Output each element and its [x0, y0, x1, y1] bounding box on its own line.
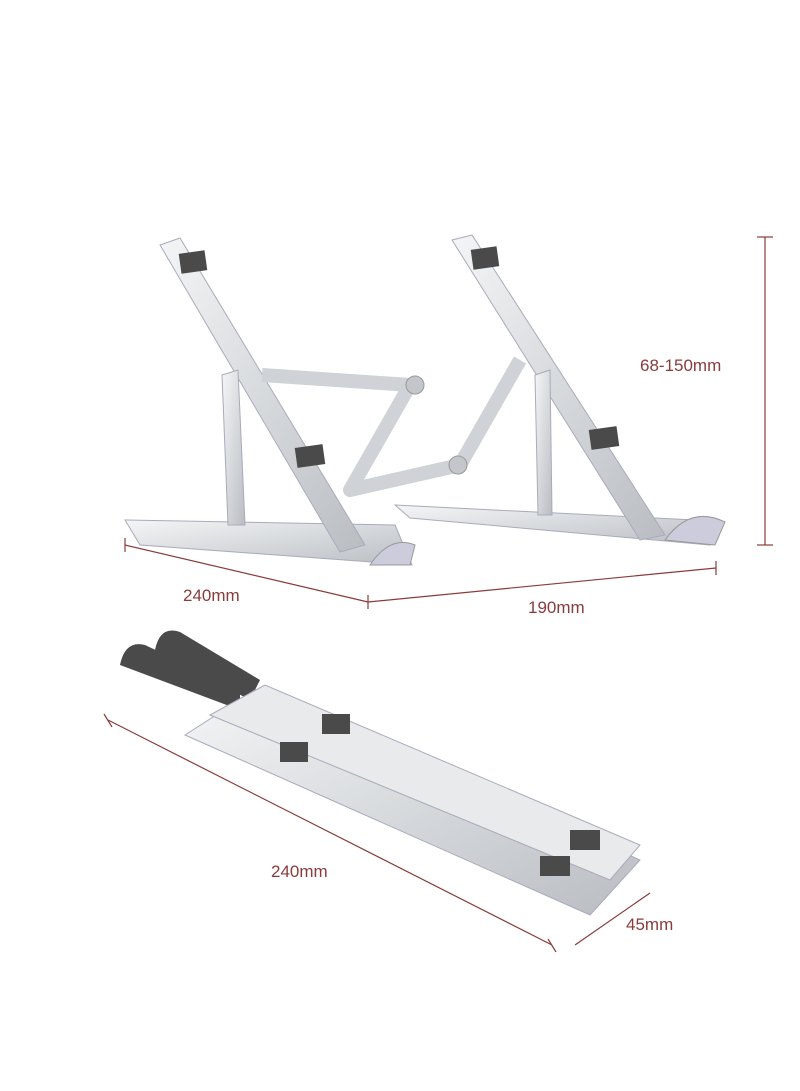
folded-stand	[120, 630, 641, 916]
dimension-lines	[103, 236, 773, 953]
rubber-pad	[470, 246, 500, 270]
open-stand	[124, 234, 726, 566]
rubber-pad	[294, 444, 326, 468]
rubber-pad	[280, 742, 308, 762]
open-width-label: 240mm	[183, 586, 240, 605]
rubber-pad	[178, 250, 208, 274]
rubber-pad	[588, 426, 620, 450]
folded-width-label: 45mm	[626, 915, 674, 934]
rubber-pad	[570, 830, 600, 850]
height-range-label: 68-150mm	[640, 356, 722, 375]
folded-length-label: 240mm	[271, 862, 328, 881]
open-depth-label: 190mm	[528, 598, 585, 617]
rubber-pad	[540, 856, 570, 876]
rubber-pad	[322, 714, 350, 734]
